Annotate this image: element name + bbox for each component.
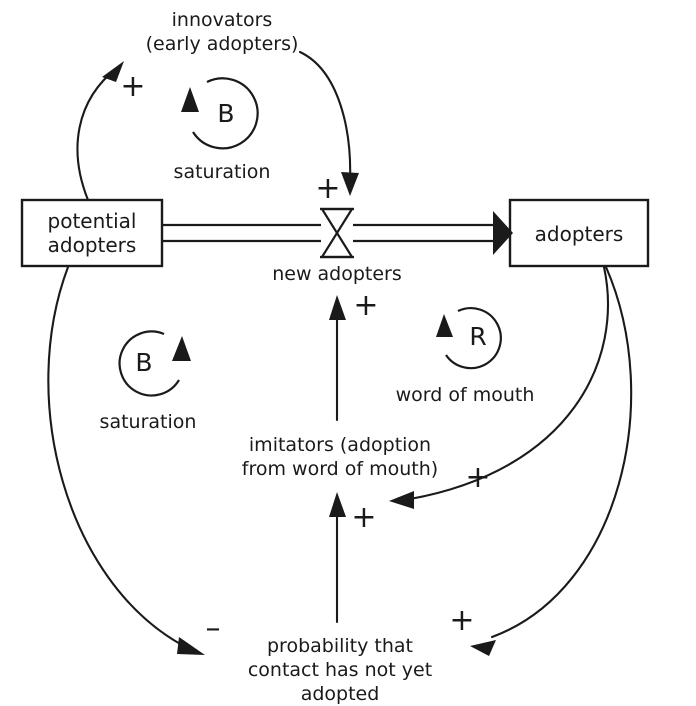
link-probability-to-imitators[interactable]: + (329, 492, 377, 624)
variable-label-imitators-line2: from word of mouth) (242, 458, 438, 480)
arrowhead-into-innovators (102, 61, 124, 82)
loop-saturation-top[interactable]: B saturation (174, 77, 271, 183)
link-potential-adopters-to-probability[interactable]: – (47, 265, 221, 655)
variable-label-probability-line2: contact has not yet (248, 659, 432, 681)
stock-label-potential-adopters-line1: potential (48, 209, 137, 233)
loop-label-saturation-bottom: saturation (100, 411, 197, 433)
loop-arrowhead-saturation-bottom (172, 336, 191, 361)
variable-label-innovators-line1: innovators (172, 9, 273, 31)
arrowhead-into-imitators-right (389, 491, 414, 509)
loop-arrowhead-word-of-mouth (436, 314, 453, 337)
variable-label-probability-line1: probability that (267, 635, 413, 657)
link-path-innovators-to-new-adopters (298, 50, 352, 184)
polarity-potential-to-innovators: + (120, 69, 145, 104)
variable-label-innovators-line2: (early adopters) (146, 33, 299, 55)
variable-probability-not-adopted[interactable]: probability that contact has not yet ado… (248, 635, 432, 705)
flow-label-new-adopters: new adopters (272, 263, 402, 285)
variable-innovators[interactable]: innovators (early adopters) (146, 9, 299, 55)
loop-arc-saturation-bottom (118, 330, 180, 397)
flow-arrowhead-into-adopters (493, 211, 513, 255)
link-innovators-to-new-adopters[interactable]: + (298, 50, 359, 206)
loop-label-saturation-top: saturation (174, 161, 271, 183)
stock-adopters[interactable]: adopters (508, 198, 650, 268)
link-adopters-to-probability[interactable]: + (449, 265, 633, 656)
loop-letter-saturation-bottom: B (135, 348, 152, 377)
stock-box-potential-adopters[interactable] (20, 198, 164, 268)
loop-arc-word-of-mouth (445, 307, 502, 370)
link-adopters-to-imitators[interactable]: + (389, 265, 609, 509)
variable-imitators[interactable]: imitators (adoption from word of mouth) (242, 434, 438, 480)
arrowhead-into-new-adopters-top (341, 172, 359, 196)
arrowhead-into-imitators-bottom (329, 492, 346, 517)
stock-potential-adopters[interactable]: potential adopters (20, 198, 164, 268)
arrowhead-into-probability-left (177, 637, 205, 655)
polarity-potential-to-probability: – (206, 611, 221, 646)
polarity-innovators-to-new-adopters: + (315, 171, 340, 206)
flow-new-adopters[interactable]: new adopters (162, 205, 513, 285)
arrowhead-into-probability-right (470, 640, 496, 656)
variable-label-probability-line3: adopted (301, 683, 380, 705)
loop-saturation-bottom[interactable]: B saturation (100, 330, 197, 433)
stock-label-potential-adopters-line2: adopters (48, 233, 137, 257)
polarity-imitators-to-new-adopters: + (353, 288, 378, 323)
link-path-adopters-to-probability (490, 265, 633, 639)
arrowhead-into-new-adopters-bottom (329, 295, 346, 320)
link-potential-adopters-to-innovators[interactable]: + (76, 61, 146, 202)
polarity-adopters-to-probability: + (449, 603, 474, 638)
link-path-potential-to-probability (47, 265, 184, 647)
loop-label-word-of-mouth: word of mouth (396, 384, 535, 406)
stock-box-adopters[interactable] (508, 198, 650, 268)
loop-arrowhead-saturation-top (181, 87, 199, 112)
loop-letter-saturation-top: B (217, 99, 234, 128)
link-imitators-to-new-adopters[interactable]: + (329, 288, 379, 422)
variable-label-imitators-line1: imitators (adoption (249, 434, 431, 456)
loop-letter-word-of-mouth: R (469, 322, 486, 351)
polarity-adopters-to-imitators: + (465, 460, 490, 495)
stock-label-adopters: adopters (535, 222, 624, 246)
loop-arc-saturation-top (192, 77, 259, 150)
link-path-potential-to-innovators (76, 66, 119, 202)
polarity-probability-to-imitators: + (351, 500, 376, 535)
loop-word-of-mouth[interactable]: R word of mouth (396, 307, 535, 406)
link-path-adopters-to-imitators (408, 265, 609, 501)
